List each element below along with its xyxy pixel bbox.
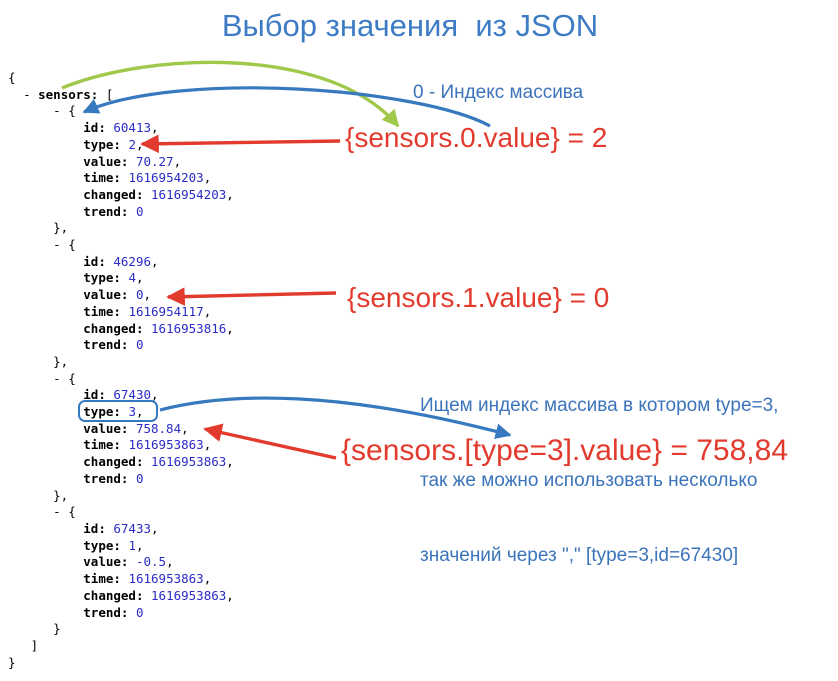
json-line: value: 758.84, [83, 420, 189, 436]
json-line: time: 1616954203, [83, 170, 212, 186]
json-line: }, [53, 220, 69, 236]
json-line: - { [53, 237, 76, 253]
json-line: value: 0, [83, 287, 152, 303]
json-line: - sensors: [ [23, 86, 114, 102]
json-line: - { [53, 504, 76, 520]
json-line: } [53, 621, 61, 637]
json-line: - { [53, 370, 76, 386]
json-line: type: 2, [83, 136, 144, 152]
json-line: value: 70.27, [83, 153, 182, 169]
json-line: id: 67433, [83, 520, 159, 536]
json-line: changed: 1616953863, [83, 587, 234, 603]
json-line: trend: 0 [83, 337, 144, 353]
type3-highlight-box [78, 400, 158, 422]
json-line: time: 1616953863, [83, 437, 212, 453]
json-line: - { [53, 103, 76, 119]
json-line: changed: 1616953863, [83, 454, 234, 470]
json-line: changed: 1616954203, [83, 186, 234, 202]
expression-sensors-0: {sensors.0.value} = 2 [345, 122, 608, 153]
array-index-note: 0 - Индекс массива [413, 82, 584, 103]
type3-search-note-line: значений через "," [type=3,id=67430] [420, 545, 739, 566]
json-line: id: 67430, [83, 387, 159, 403]
json-line: }, [53, 353, 69, 369]
expression-sensors-1: {sensors.1.value} = 0 [347, 282, 610, 313]
type3-search-note-line: Ищем индекс массива в котором type=3, [420, 395, 779, 416]
json-line: } [8, 654, 16, 670]
type3-search-note-line: так же можно использовать несколько [420, 470, 758, 491]
json-line: id: 60413, [83, 120, 159, 136]
json-code-block: { - sensors: [ - { id: 60413, type: 2, v… [8, 70, 234, 671]
json-line: value: -0.5, [83, 554, 174, 570]
json-line: time: 1616954117, [83, 303, 212, 319]
json-line: type: 1, [83, 537, 144, 553]
json-line: changed: 1616953816, [83, 320, 234, 336]
page-title: Выбор значения из JSON [221, 8, 599, 43]
expression-sensors-type3: {sensors.[type=3].value} = 758,84 [341, 434, 788, 467]
json-line: { [8, 70, 16, 85]
json-line: id: 46296, [83, 253, 159, 269]
json-line: ] [30, 637, 39, 653]
json-line: }, [53, 487, 69, 503]
json-line: type: 3, [83, 404, 144, 420]
json-line: trend: 0 [83, 470, 144, 486]
json-line: type: 4, [83, 270, 144, 286]
type3-search-note: Ищем индекс массива в котором type=3, та… [420, 343, 778, 618]
json-line: trend: 0 [83, 203, 144, 219]
json-line: trend: 0 [83, 604, 144, 620]
json-line: time: 1616953863, [83, 571, 212, 587]
